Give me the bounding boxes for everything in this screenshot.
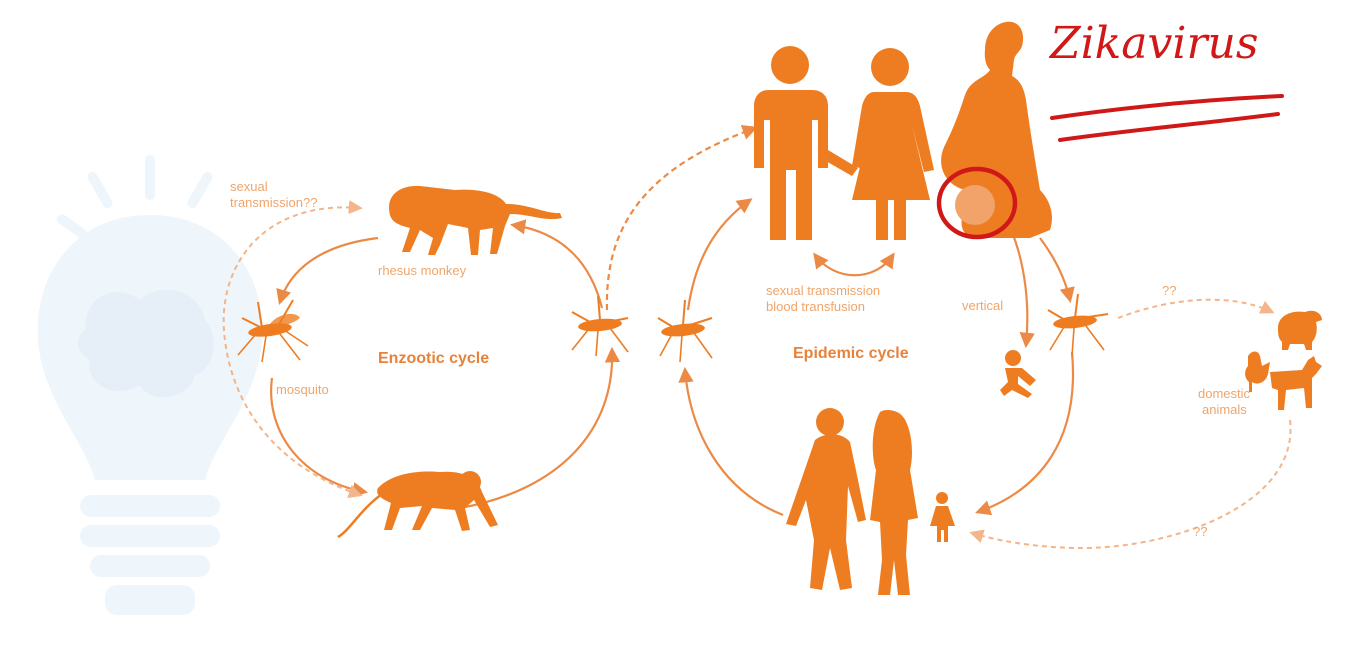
vertical-label: vertical [962,298,1003,314]
annotation-underline-2 [1060,114,1278,140]
arrow-sexual-transmission [815,255,893,275]
rhesus-monkey-label: rhesus monkey [378,263,466,279]
handwritten-title: Zikavirus [1050,18,1258,69]
enzootic-cycle-title: Enzootic cycle [378,350,489,368]
arrow-vertical [1012,232,1027,345]
arrow-walking-to-mosquito [685,370,783,515]
arrow-pregnant-to-mosquito [1040,238,1070,300]
pregnant-woman-icon [941,22,1052,238]
unknown-bottom-label: ?? [1193,524,1207,540]
mosquito-icon [658,300,712,362]
baby-icon [1000,350,1036,398]
dashed-mosquito-to-animals [1118,300,1272,318]
human-transmission-label-line2: blood transfusion [766,299,865,315]
mosquito-icon [1048,294,1108,356]
goat-icon [1270,356,1322,410]
couple-walking-icon [786,408,918,595]
lightbulb-brain-watermark [38,155,263,615]
epidemic-dashed-arrows [972,300,1291,548]
sexual-transmission-label-line1: sexual [230,179,268,195]
arrow-monkey-to-mosquito [280,238,378,302]
pig-icon [1278,311,1322,350]
monkey-icon [389,186,562,255]
human-transmission-label-line1: sexual transmission [766,283,880,299]
arrow-mosquito-to-family [688,200,750,310]
unknown-top-label: ?? [1162,283,1176,299]
arrow-mosquito-to-top-monkey [513,225,602,308]
epidemic-cycle-title: Epidemic cycle [793,345,909,363]
mosquito-icon [572,296,628,356]
monkey-icon [338,471,498,537]
annotation-underline-1 [1052,96,1282,118]
bridge-arrow [607,128,755,310]
child-icon [930,492,955,542]
dashed-animals-to-child [972,420,1291,548]
family-icon [754,46,934,240]
domestic-animals-label-line2: animals [1202,402,1247,418]
domestic-animals-label-line1: domestic [1198,386,1250,402]
sexual-transmission-label-line2: transmission?? [230,195,317,211]
arrow-bottom-monkey-to-mosquito [460,350,612,508]
mosquito-label: mosquito [276,382,329,398]
